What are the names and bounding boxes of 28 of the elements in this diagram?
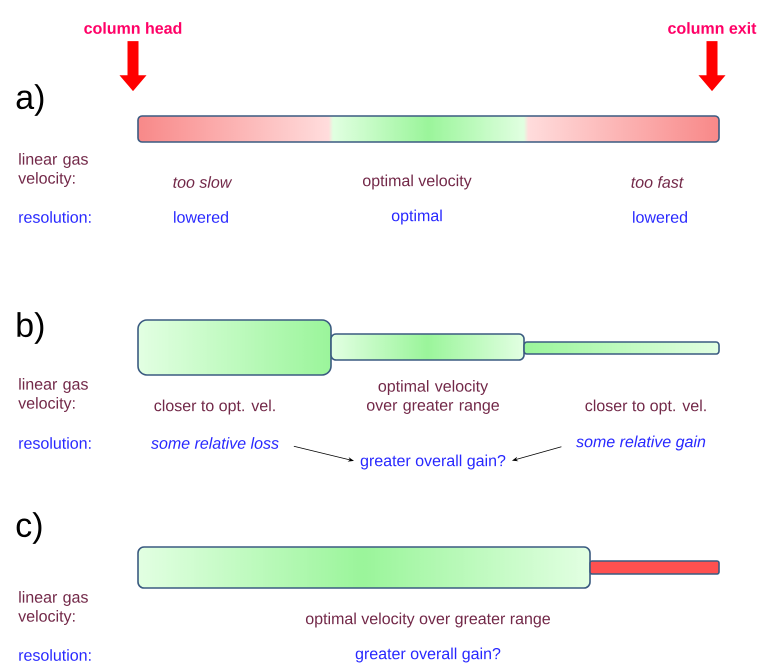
value-text: some relative loss [151, 437, 279, 449]
row-heading: resolution: [19, 437, 91, 449]
column-tube [137, 319, 332, 376]
value-text: too fast [632, 176, 684, 188]
value-text: greater overall gain? [360, 454, 506, 470]
value-text: optimal velocity over greater range [306, 612, 550, 628]
value-text: closer to opt. vel. [154, 400, 275, 414]
panel-letter: b) [17, 312, 44, 344]
value-text: lowered [633, 211, 687, 223]
panel-letter: a) [16, 84, 44, 116]
value-text: greater overall gain? [356, 648, 500, 662]
value-text: too slow [173, 176, 232, 188]
callout-text: column exit [668, 22, 756, 34]
value-text: lowered [174, 211, 228, 223]
column-tube [137, 115, 720, 143]
column-tube [523, 341, 720, 355]
column-tube [589, 560, 720, 575]
row-heading: resolution: [19, 649, 91, 661]
callout-text: column head [84, 22, 182, 34]
value-text: optimal [392, 210, 442, 224]
column-tube [137, 546, 591, 589]
column-tube [330, 333, 525, 361]
row-heading: resolution: [19, 211, 91, 223]
value-text: optimal velocity over greater range [366, 380, 499, 414]
panel-letter: c) [16, 512, 42, 544]
value-text: closer to opt. vel. [585, 400, 706, 414]
value-text: some relative gain [576, 436, 706, 450]
value-text: optimal velocity [363, 174, 472, 190]
